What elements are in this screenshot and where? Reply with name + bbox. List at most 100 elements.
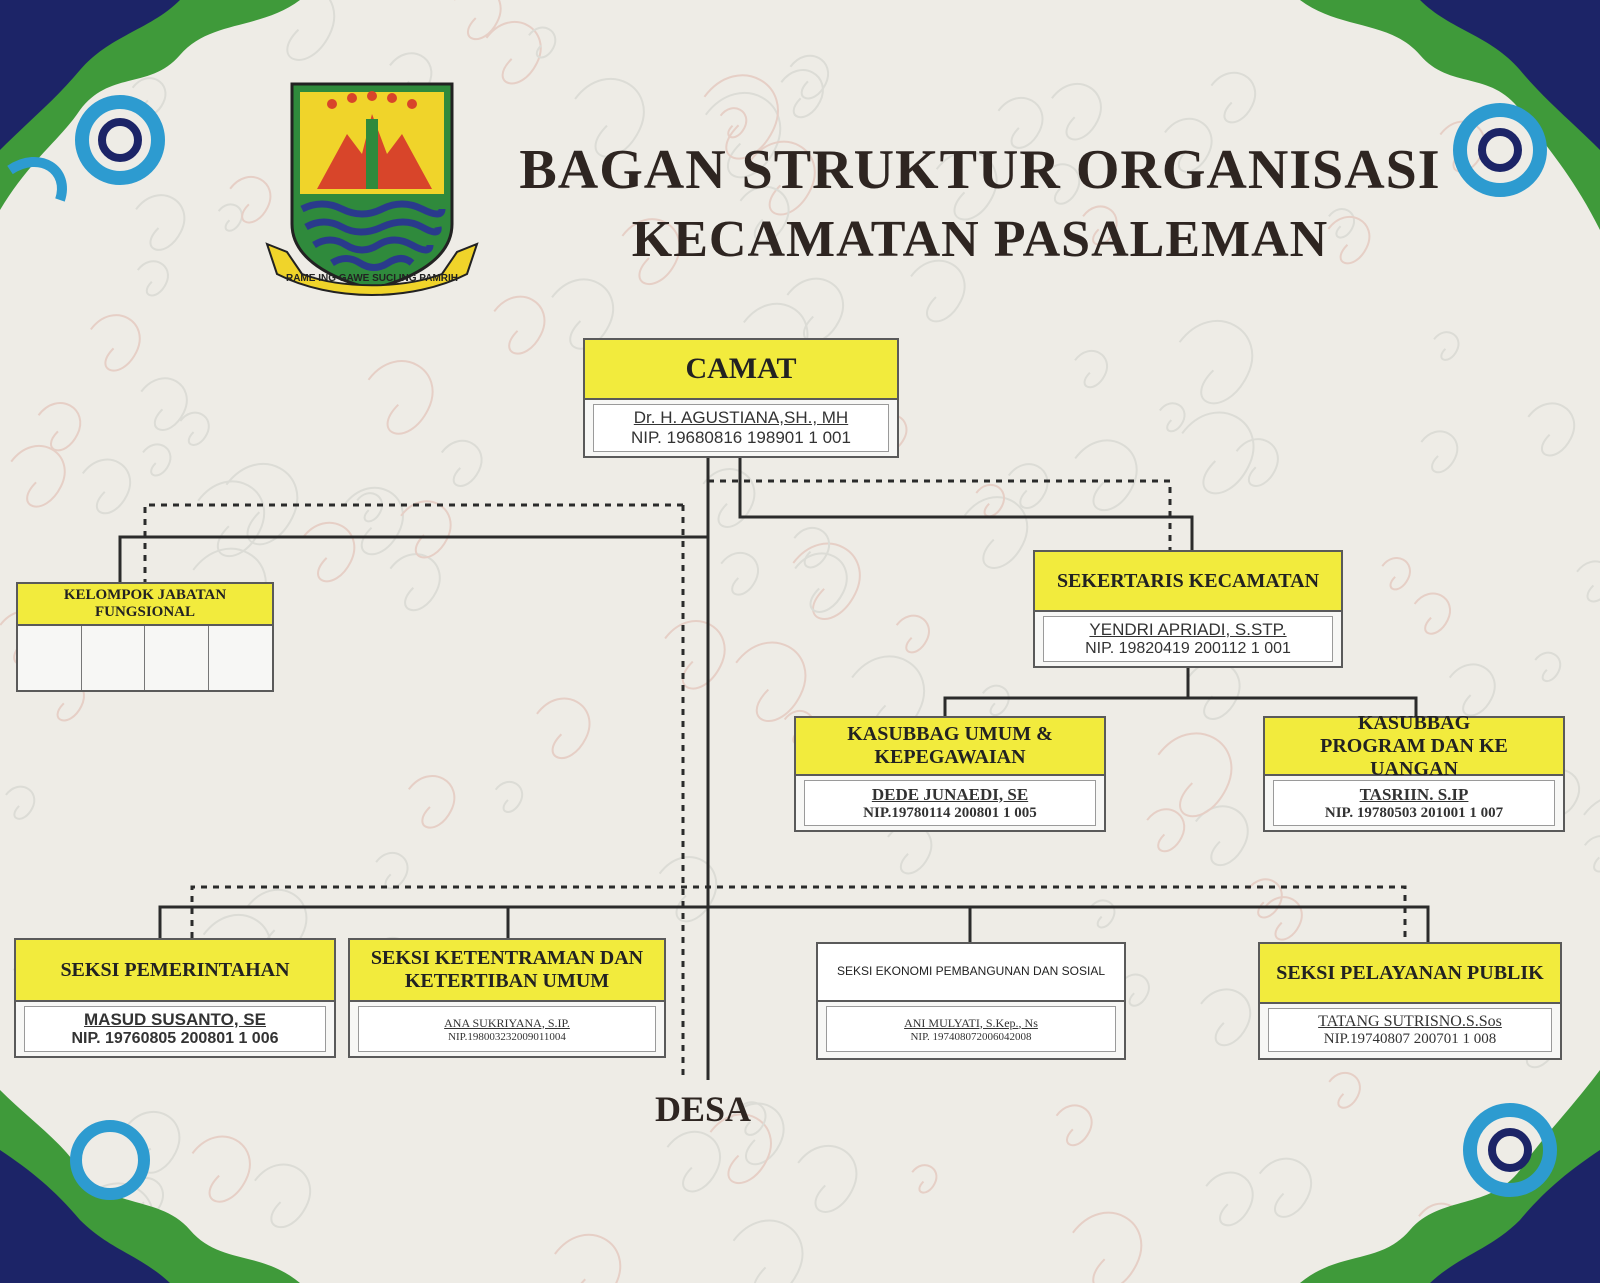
batik-swirl <box>1082 205 1118 246</box>
batik-swirl <box>528 26 557 59</box>
batik-swirl <box>735 1101 767 1136</box>
batik-swirl <box>735 641 807 722</box>
batik-swirl <box>142 443 172 477</box>
batik-swirl <box>135 194 186 251</box>
batik-swirl <box>1181 411 1255 495</box>
desa-label: DESA <box>655 1089 752 1129</box>
batik-swirl <box>997 96 1044 149</box>
batik-swirl <box>1146 808 1186 853</box>
line-camat-to-fungsional <box>118 535 708 582</box>
seksi-ketentraman-nip: NIP.198003232009011004 <box>448 1030 566 1043</box>
kasubbag-umum-nip: NIP.19780114 200801 1 005 <box>863 804 1037 821</box>
box-seksi-ketentraman-ketertiban: SEKSI KETENTRAMAN DAN KETERTIBAN UMUM AN… <box>348 938 666 1058</box>
batik-swirl <box>910 259 966 323</box>
batik-swirl <box>440 439 483 487</box>
batik-swirl <box>709 1113 772 1185</box>
batik-swirl <box>1043 163 1081 205</box>
batik-swirl <box>254 1163 312 1229</box>
box-kelompok-jabatan-fungsional: KELOMPOK JABATAN FUNGSIONAL <box>16 582 274 692</box>
corner-ornament-top-right <box>1300 0 1600 230</box>
batik-swirl <box>1072 1211 1143 1283</box>
batik-swirl <box>1576 560 1600 603</box>
batik-swirl <box>81 458 132 515</box>
batik-swirl <box>140 377 188 431</box>
batik-swirl <box>797 1144 858 1213</box>
batik-swirl <box>702 467 756 528</box>
sekretaris-title: SEKERTARIS KECAMATAN <box>1035 552 1341 612</box>
batik-swirl <box>664 620 726 690</box>
seksi-pemerintahan-title: SEKSI PEMERINTAHAN <box>16 940 334 1002</box>
batik-swirl <box>1074 349 1108 389</box>
batik-swirl <box>732 1219 804 1283</box>
batik-swirl <box>658 856 718 923</box>
batik-swirl <box>1328 208 1355 239</box>
batik-swirl <box>729 1102 785 1166</box>
batik-swirl <box>975 483 1005 518</box>
batik-swirl <box>1210 71 1257 124</box>
batik-swirl <box>1055 1104 1093 1147</box>
box-seksi-pemerintahan: SEKSI PEMERINTAHAN MASUD SUSANTO, SE NIP… <box>14 938 336 1058</box>
batik-swirl <box>621 218 681 285</box>
seksi-ekonomi-title: SEKSI EKONOMI PEMBANGUNAN DAN SOSIAL <box>818 944 1124 1002</box>
batik-swirl <box>389 553 441 612</box>
batik-swirl <box>1007 463 1049 509</box>
corner-ornament-top-left <box>0 0 300 210</box>
fungsional-cell <box>145 626 209 690</box>
batik-swirl <box>1157 732 1233 818</box>
batik-swirl <box>493 295 546 355</box>
batik-swirl <box>1327 215 1371 265</box>
batik-swirl <box>749 140 816 216</box>
batik-swirl <box>1413 592 1451 635</box>
batik-swirl <box>400 500 452 559</box>
camat-nip: NIP. 19680816 198901 1 001 <box>631 428 851 447</box>
batik-swirl <box>719 107 748 139</box>
seksi-pemerintahan-nip: NIP. 19760805 200801 1 006 <box>71 1030 279 1047</box>
batik-swirl <box>1235 438 1279 487</box>
batik-swirl <box>37 402 82 452</box>
batik-swirl <box>367 360 434 435</box>
batik-swirl <box>789 54 829 100</box>
batik-swirl <box>895 614 930 654</box>
batik-swirl <box>343 486 404 556</box>
box-kasubbag-umum-kepegawaian: KASUBBAG UMUM & KEPEGAWAIAN DEDE JUNAEDI… <box>794 716 1106 832</box>
fungsional-cell <box>18 626 82 690</box>
batik-swirl <box>720 551 759 596</box>
batik-swirl <box>301 521 356 583</box>
box-sekretaris-kecamatan: SEKERTARIS KECAMATAN YENDRI APRIADI, S.S… <box>1033 550 1343 668</box>
box-camat: CAMAT Dr. H. AGUSTIANA,SH., MH NIP. 1968… <box>583 338 899 458</box>
batik-swirl <box>1448 663 1496 717</box>
seksi-pelayanan-name: TATANG SUTRISNO.S.Sos <box>1318 1012 1502 1030</box>
box-seksi-ekonomi-pembangunan-sosial: SEKSI EKONOMI PEMBANGUNAN DAN SOSIAL ANI… <box>816 942 1126 1060</box>
batik-swirl <box>1074 439 1138 512</box>
batik-swirl <box>1120 973 1150 1007</box>
batik-swirl <box>375 851 409 890</box>
batik-swirl <box>963 496 1029 569</box>
batik-swirl <box>554 1233 622 1283</box>
batik-swirl <box>794 552 848 613</box>
batik-swirl <box>179 411 210 446</box>
seksi-pelayanan-title: SEKSI PELAYANAN PUBLIK <box>1260 944 1560 1004</box>
batik-swirl <box>485 20 542 85</box>
batik-swirl <box>1089 899 1116 929</box>
batik-swirl <box>266 0 336 61</box>
batik-swirl <box>1583 835 1600 873</box>
batik-swirl <box>1420 430 1459 474</box>
camat-title: CAMAT <box>585 340 897 400</box>
line-seksi-bar <box>158 905 1430 942</box>
sekretaris-name: YENDRI APRIADI, S.STP. <box>1089 620 1287 639</box>
cirebon-regency-logo: RAME ING GAWE SUCI ING PAMRIH <box>265 82 479 296</box>
sekretaris-nip: NIP. 19820419 200112 1 001 <box>1085 640 1291 657</box>
batik-swirl <box>494 781 524 813</box>
batik-swirl <box>911 1164 938 1194</box>
box-kasubbag-program-keuangan: KASUBBAG PROGRAM DAN KE UANGAN TASRIIN. … <box>1263 712 1565 832</box>
corner-ornament-bottom-right <box>1300 1070 1600 1283</box>
batik-swirl <box>408 775 456 829</box>
seksi-pelayanan-nip: NIP.19740807 200701 1 008 <box>1323 1030 1497 1047</box>
seksi-ekonomi-name: ANI MULYATI, S.Kep., Ns <box>904 1015 1038 1030</box>
batik-swirl <box>1195 805 1249 867</box>
batik-swirl <box>191 1135 251 1203</box>
dashed-coordination-seksi <box>190 885 1407 942</box>
batik-swirl <box>136 260 169 297</box>
kasubbag-program-nip: NIP. 19780503 201001 1 007 <box>1324 804 1504 821</box>
